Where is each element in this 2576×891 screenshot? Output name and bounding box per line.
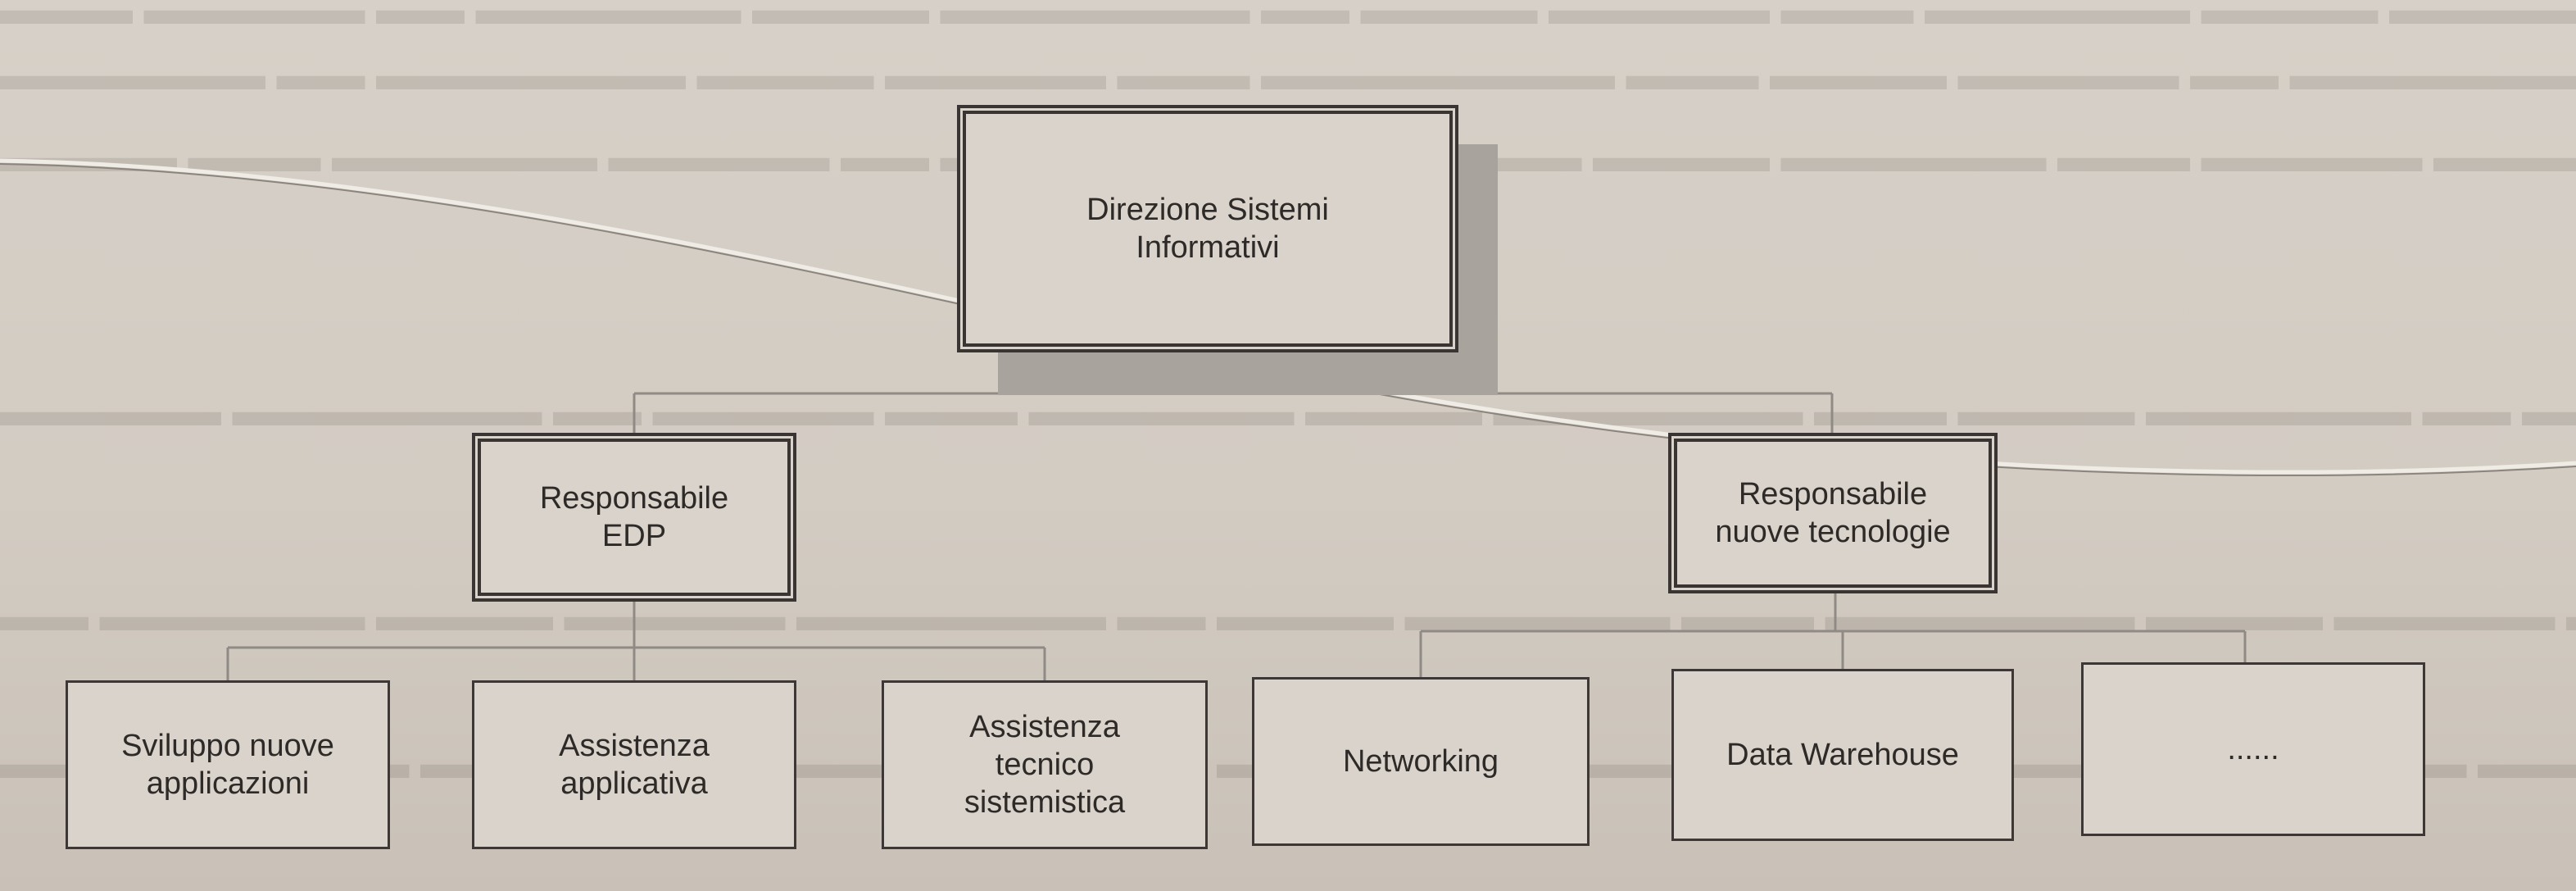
leaf-node-label: Assistenza applicativa	[559, 729, 710, 801]
leaf-node-assistenza-applicativa: Assistenza applicativa	[472, 680, 796, 849]
leaf-node-label: Assistenza tecnico sistemistica	[964, 710, 1126, 820]
manager-node-label: Responsabile nuove tecnologie	[1715, 477, 1951, 549]
leaf-node-assistenza-tecnico-sistemistica: Assistenza tecnico sistemistica	[882, 680, 1208, 849]
root-node-direzione-sistemi-informativi: Direzione Sistemi Informativi	[957, 105, 1458, 352]
leaf-node-label: ......	[2227, 732, 2279, 766]
leaf-node-data-warehouse: Data Warehouse	[1671, 669, 2014, 841]
root-node-label: Direzione Sistemi Informativi	[1086, 193, 1329, 265]
manager-node-responsabile-nuove-tecnologie: Responsabile nuove tecnologie	[1668, 433, 1998, 593]
manager-node-label: Responsabile EDP	[539, 481, 729, 553]
leaf-node-label: Networking	[1342, 744, 1499, 779]
manager-node-responsabile-edp: Responsabile EDP	[472, 433, 796, 602]
leaf-node-label: Data Warehouse	[1726, 738, 1959, 772]
leaf-node-label: Sviluppo nuove applicazioni	[121, 729, 334, 801]
leaf-node-sviluppo-nuove-applicazioni: Sviluppo nuove applicazioni	[66, 680, 390, 849]
leaf-node-networking: Networking	[1252, 677, 1590, 846]
leaf-node-placeholder: ......	[2081, 662, 2425, 836]
